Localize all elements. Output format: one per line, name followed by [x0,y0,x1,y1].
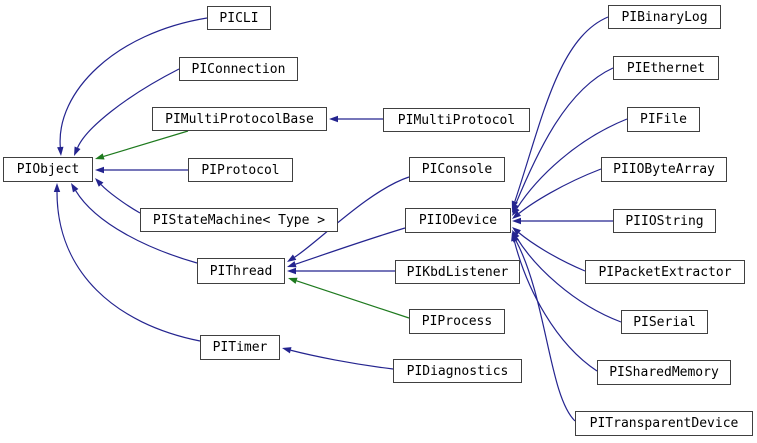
edge-pibinarylog-to-piiodevice [514,16,609,202]
class-node-pidiagnostics[interactable]: PIDiagnostics [393,359,522,383]
edge-pipacketextractor-to-piiodevice [518,232,586,272]
arrowhead-pipacketextractor-to-piiodevice [512,227,521,236]
arrowhead-pifile-to-piiodevice [512,206,520,216]
class-node-piconnection[interactable]: PIConnection [179,57,298,81]
class-node-pitimer[interactable]: PITimer [200,335,280,360]
class-node-piprocess[interactable]: PIProcess [409,309,505,334]
edge-pisharedmemory-to-piiodevice [513,240,598,372]
class-node-piethernet[interactable]: PIEthernet [613,56,719,80]
arrowhead-pistatemachine-to-piobject [95,178,104,187]
class-node-pithread[interactable]: PIThread [197,258,285,284]
arrowhead-pidiagnostics-to-pitimer [282,347,292,354]
class-node-pitransparentdevice[interactable]: PITransparentDevice [575,411,753,436]
class-node-pimultiprotocolbase[interactable]: PIMultiProtocolBase [152,107,327,131]
class-node-pifile[interactable]: PIFile [627,107,700,132]
edge-pitimer-to-piobject [56,191,201,342]
arrowhead-pithread-to-piobject [71,183,79,193]
edge-piconnection-to-piobject [76,68,180,148]
edge-pidiagnostics-to-pitimer [290,349,394,370]
edge-piconsole-to-pithread [294,176,410,258]
edge-pimultiprotocolbase-to-piobject [103,130,189,157]
class-node-piprotocol[interactable]: PIProtocol [188,158,293,182]
class-node-piconsole[interactable]: PIConsole [409,157,505,182]
class-node-piserial[interactable]: PISerial [621,310,708,334]
edge-piethernet-to-piiodevice [514,67,614,205]
arrowhead-piiodevice-to-pithread [287,261,297,268]
arrowhead-pimultiprotocolbase-to-piobject [95,153,105,160]
arrowhead-pimultiprotocol-to-pimultiprotocolbase [329,115,338,123]
class-node-piiostring[interactable]: PIIOString [613,209,716,233]
arrowhead-piiostring-to-piiodevice [512,217,521,225]
arrowhead-piconsole-to-pithread [287,254,297,262]
edge-pistatemachine-to-piobject [100,184,141,214]
arrowhead-piprocess-to-pithread [288,277,298,284]
class-node-pibinarylog[interactable]: PIBinaryLog [608,5,721,29]
class-node-pikbdlistener[interactable]: PIKbdListener [395,260,520,284]
arrowhead-pitransparentdevice-to-piiodevice [512,233,520,243]
class-node-pisharedmemory[interactable]: PISharedMemory [597,360,731,385]
edge-pitransparentdevice-to-piiodevice [515,240,576,422]
arrowhead-piprotocol-to-piobject [95,166,104,174]
edge-piiodevice-to-pithread [295,227,406,265]
class-node-picli[interactable]: PICLI [207,6,271,30]
edge-piprocess-to-pithread [296,280,410,319]
edge-pifile-to-piiodevice [516,118,628,209]
class-node-piiodevice[interactable]: PIIODevice [405,208,511,233]
arrowhead-pikbdlistener-to-pithread [287,267,296,275]
arrowhead-piiobytearray-to-piiodevice [512,210,522,219]
arrowhead-picli-to-piobject [57,146,64,156]
arrowhead-piconnection-to-piobject [74,146,81,156]
class-node-pipacketextractor[interactable]: PIPacketExtractor [585,260,745,284]
class-node-pimultiprotocol[interactable]: PIMultiProtocol [383,108,530,132]
edge-piserial-to-piiodevice [516,237,622,323]
arrowhead-pitimer-to-piobject [53,183,61,192]
edge-pithread-to-piobject [75,190,198,264]
class-node-piiobytearray[interactable]: PIIOByteArray [601,157,727,182]
class-node-pistatemachine[interactable]: PIStateMachine< Type > [140,208,338,232]
edge-picli-to-piobject [59,17,208,148]
class-node-piobject[interactable]: PIObject [3,157,93,182]
edge-piiobytearray-to-piiodevice [518,168,602,214]
